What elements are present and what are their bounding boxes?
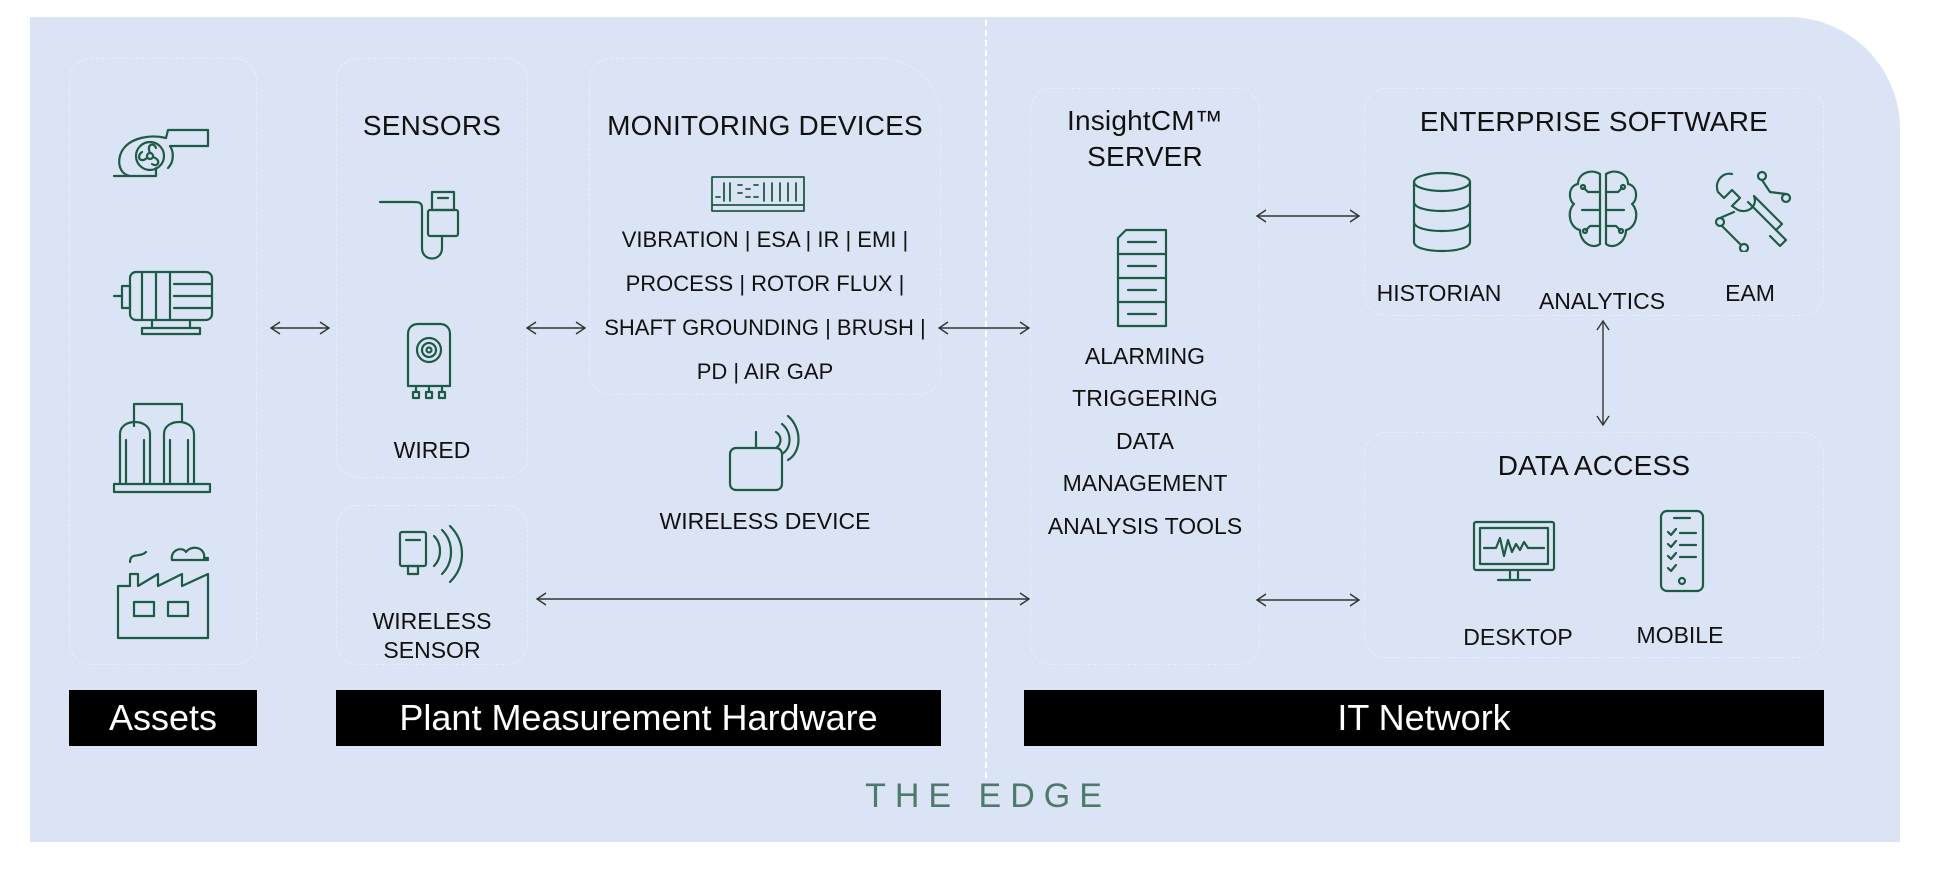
wireless-sensors-group (336, 505, 528, 665)
server-feature-data: DATA (1116, 428, 1174, 454)
mobile-label: MOBILE (1636, 622, 1724, 648)
desktop-monitor-icon (1470, 518, 1558, 588)
wireless-sensor-label-line-1: WIRELESS (372, 608, 492, 634)
plant-measurement-hardware-bar: Plant Measurement Hardware (336, 690, 941, 746)
eam-label: EAM (1725, 280, 1775, 306)
measurement-types-line-1: VIBRATION | ESA | IR | EMI | (621, 227, 909, 252)
sensors-title: SENSORS (362, 110, 502, 141)
server-feature-management: MANAGEMENT (1062, 470, 1228, 496)
server-title-line-2: SERVER (1087, 141, 1203, 172)
wired-label: WIRED (393, 437, 471, 463)
sensors-monitoring-arrow (525, 320, 587, 336)
server-feature-analysis-tools: ANALYSIS TOOLS (1047, 513, 1243, 539)
measurement-types-line-4: PD | AIR GAP (696, 359, 834, 384)
server-group (1030, 88, 1260, 665)
wireless-server-arrow (535, 591, 1031, 607)
edge-divider-line (985, 0, 987, 778)
wired-probe-icon (404, 320, 454, 400)
data-access-title: DATA ACCESS (1497, 450, 1691, 481)
wireless-sensor-label-line-2: SENSOR (383, 637, 481, 663)
historian-label: HISTORIAN (1376, 280, 1502, 306)
wireless-device-icon (726, 410, 808, 494)
brain-icon (1566, 168, 1640, 252)
wireless-device-label: WIRELESS DEVICE (659, 508, 871, 534)
monitoring-server-arrow (937, 320, 1031, 336)
data-access-group (1364, 432, 1824, 658)
database-icon (1410, 170, 1474, 254)
monitoring-devices-group (589, 58, 941, 395)
wired-sensor-icon (378, 188, 460, 264)
motor-icon (112, 268, 216, 336)
wired-sensors-group (336, 58, 528, 478)
analytics-label: ANALYTICS (1538, 288, 1666, 314)
wireless-sensor-icon (394, 524, 474, 586)
server-feature-triggering: TRIGGERING (1072, 385, 1218, 411)
monitoring-devices-title: MONITORING DEVICES (607, 110, 923, 141)
desktop-label: DESKTOP (1463, 624, 1573, 650)
server-icon (1114, 228, 1170, 330)
server-feature-alarming: ALARMING (1084, 343, 1206, 369)
enterprise-software-title: ENTERPRISE SOFTWARE (1419, 106, 1769, 137)
enterprise-data-access-arrow (1595, 319, 1611, 427)
factory-icon (112, 540, 214, 640)
measurement-types-line-3: SHAFT GROUNDING | BRUSH | (604, 315, 926, 340)
enterprise-software-group (1364, 88, 1824, 316)
server-enterprise-arrow (1255, 208, 1361, 224)
the-edge-label: THE EDGE (865, 777, 1111, 815)
server-title-line-1: InsightCM™ (1066, 105, 1224, 136)
measurement-types-line-2: PROCESS | ROTOR FLUX | (625, 271, 905, 296)
assets-bar: Assets (69, 690, 257, 746)
tools-icon (1710, 168, 1792, 252)
daq-chassis-icon (710, 175, 806, 213)
tanks-icon (112, 398, 214, 496)
server-data-access-arrow (1255, 592, 1361, 608)
mobile-phone-icon (1658, 508, 1706, 594)
fan-icon (110, 118, 214, 182)
assets-group (69, 58, 257, 665)
it-network-bar: IT Network (1024, 690, 1824, 746)
assets-sensors-arrow (269, 320, 331, 336)
